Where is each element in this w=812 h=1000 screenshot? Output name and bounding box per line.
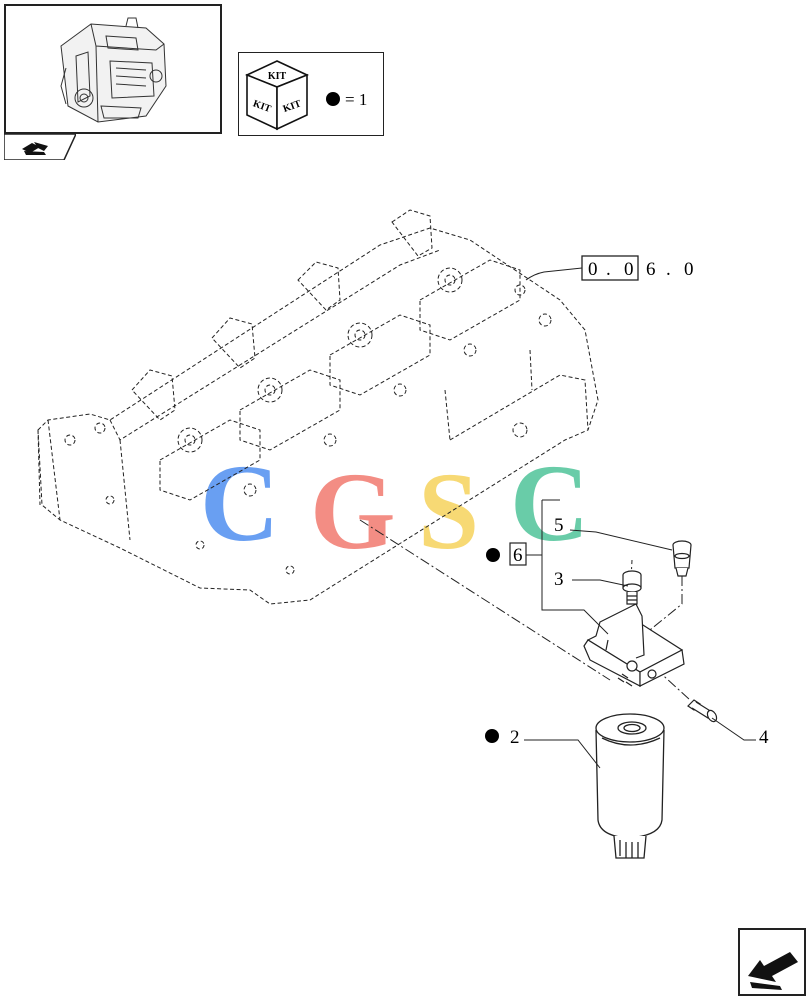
kit-bullet-2 (485, 729, 499, 743)
watermark-letter-c1: C (200, 442, 279, 564)
arrow-icon (748, 952, 798, 990)
callout-4[interactable]: 4 (759, 727, 769, 748)
kit-legend: KIT KIT KIT = 1 (238, 52, 384, 136)
kit-bullet-6 (486, 548, 500, 562)
cylinder-head-phantom[interactable] (37, 209, 599, 605)
kit-bullet-icon (326, 92, 340, 106)
watermark-letter-g: G (310, 450, 396, 572)
reference-char-4: 6 (646, 259, 656, 280)
bracket[interactable] (583, 603, 685, 687)
part-6-box (509, 542, 527, 566)
book-arrow-icon (22, 142, 48, 155)
watermark: C G S C (200, 442, 589, 572)
reference-char-5: . (666, 259, 671, 280)
reference-char-3: 0 (624, 259, 634, 280)
reference-leader-line (525, 267, 583, 281)
reference-char-1: 0 (588, 259, 598, 280)
kit-cube-icon: KIT KIT KIT = 1 (244, 60, 367, 131)
callout-5[interactable]: 5 (554, 515, 564, 536)
reference-char-6: 0 (684, 259, 694, 280)
reference-char-2: . (606, 259, 611, 280)
callout-2[interactable]: 2 (510, 727, 520, 748)
stud-part-3[interactable] (622, 570, 642, 605)
bolt-part-5[interactable] (672, 540, 692, 577)
filter-cartridge-part-2[interactable] (595, 713, 665, 859)
thumbnail-tab[interactable] (3, 133, 78, 161)
reference-box (581, 255, 639, 281)
callout-3[interactable]: 3 (554, 569, 564, 590)
kit-equals-text: = 1 (345, 90, 367, 109)
kit-label-top: KIT (268, 71, 287, 82)
engine-thumbnail[interactable] (4, 4, 222, 134)
screw-part-4[interactable] (687, 699, 718, 723)
engine-thumbnail-drawing (60, 17, 167, 123)
callout-6[interactable]: 6 (513, 545, 523, 566)
callout-leaders (524, 499, 756, 769)
reference-code[interactable]: 0 . 0 6 . 0 (581, 255, 694, 281)
navigation-button[interactable] (738, 928, 806, 996)
watermark-letter-s: S (418, 450, 479, 572)
